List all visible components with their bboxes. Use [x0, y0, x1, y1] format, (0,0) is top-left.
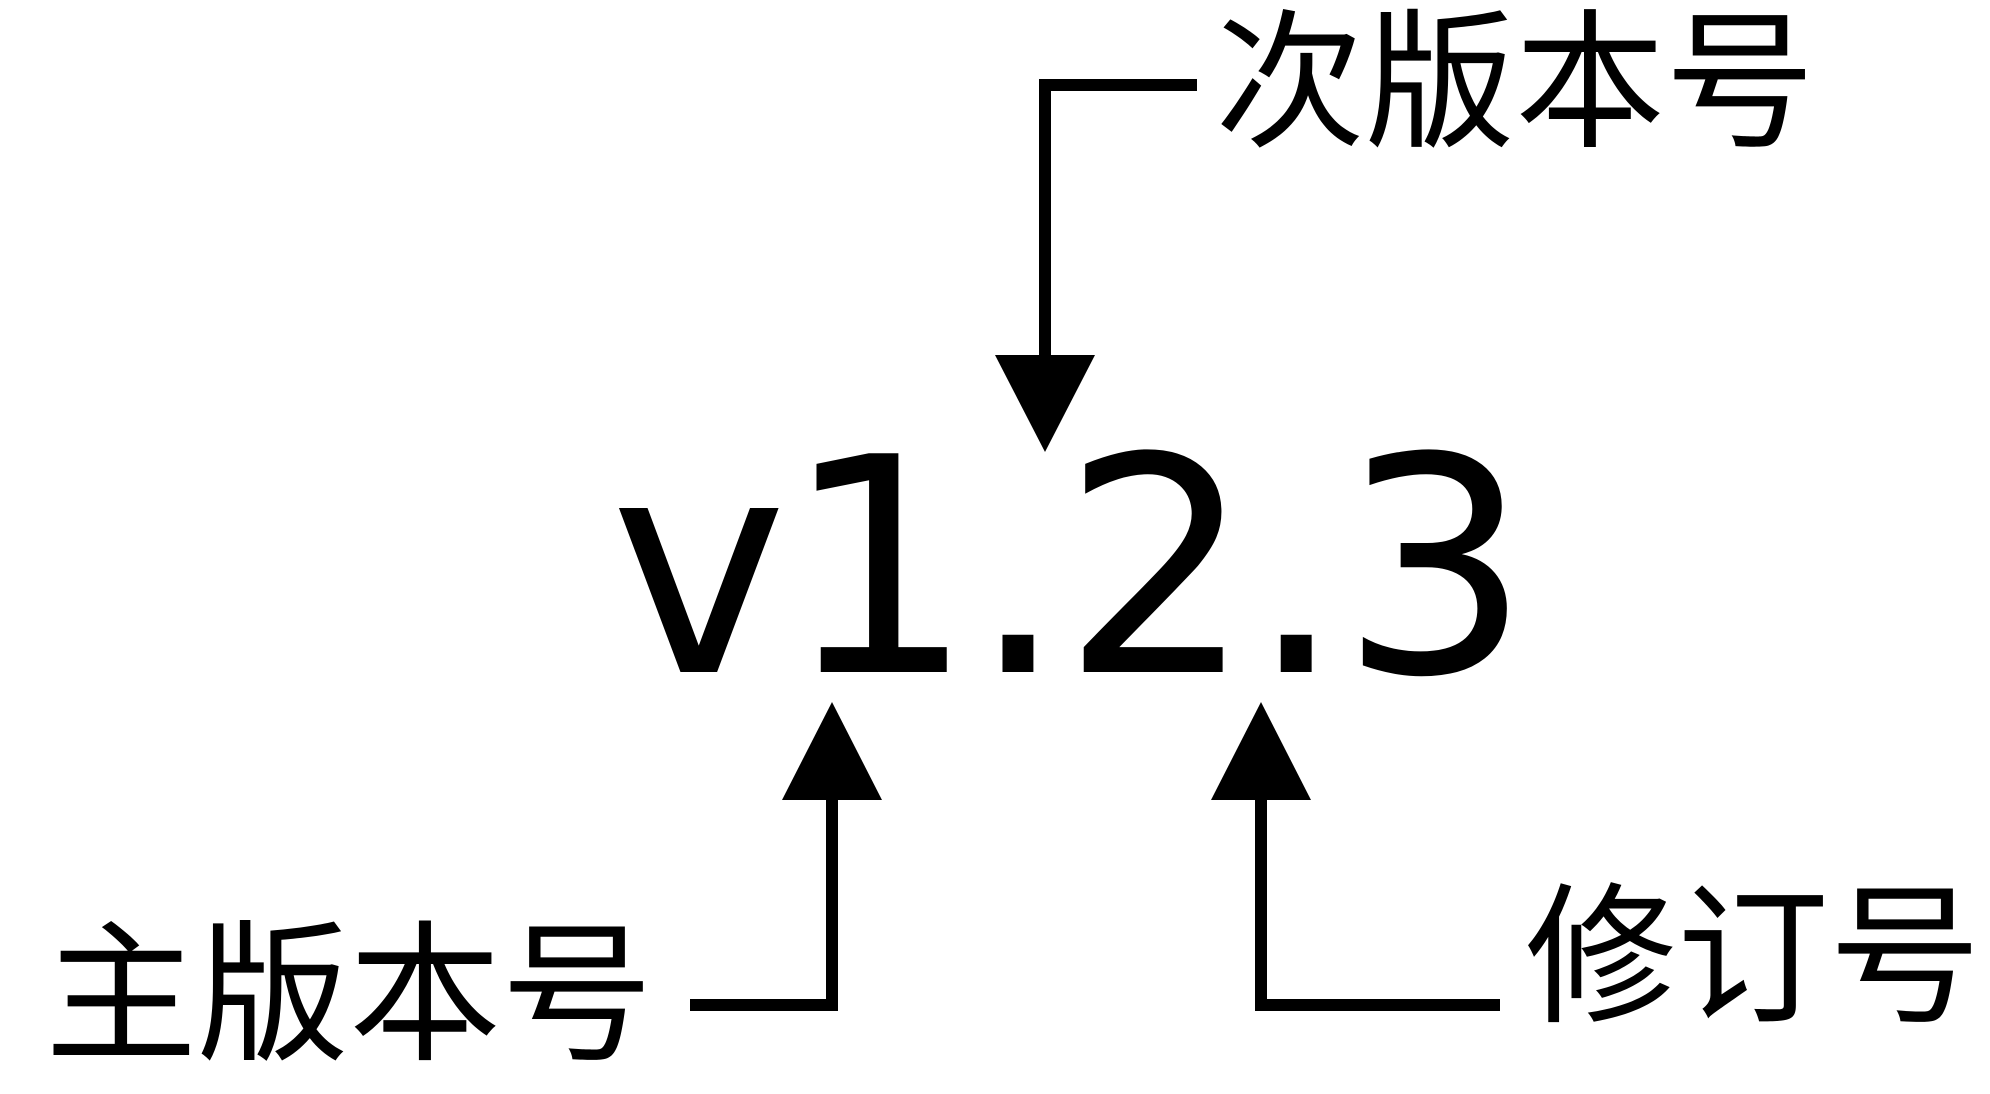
- patch-arrow-elbow-line: [1255, 795, 1500, 1011]
- version-string: v1.2.3: [610, 394, 1527, 743]
- minor-version-arrow: [995, 79, 1197, 452]
- patch-version-label: 修订号: [1525, 869, 1981, 1046]
- minor-arrow-head: [995, 355, 1095, 452]
- minor-arrow-elbow-line: [1039, 79, 1197, 360]
- major-arrow-head: [782, 702, 882, 800]
- patch-arrow-head: [1211, 702, 1311, 800]
- minor-version-label: 次版本号: [1215, 0, 1815, 171]
- patch-version-arrow: [1211, 702, 1500, 1011]
- major-version-arrow: [690, 702, 882, 1011]
- major-version-label: 主版本号: [45, 907, 653, 1084]
- major-arrow-elbow-line: [690, 795, 838, 1011]
